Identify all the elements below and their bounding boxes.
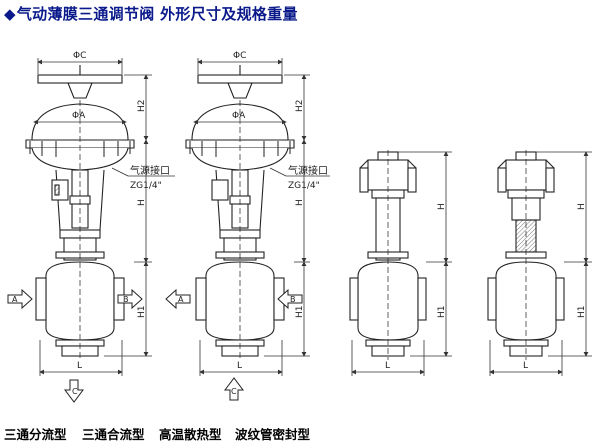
label-phi-c-1: ΦC bbox=[73, 51, 86, 61]
zg-label-1: ZG1/4" bbox=[130, 181, 162, 191]
port-c-1: C bbox=[72, 387, 78, 396]
label-h-2: H bbox=[295, 199, 305, 206]
caption-high-temperature: 高温散热型 bbox=[159, 427, 222, 442]
label-h1-1: H1 bbox=[137, 306, 147, 319]
air-source-label-1: 气源接口 bbox=[130, 164, 170, 177]
label-phi-a-2: ΦA bbox=[232, 111, 246, 121]
port-c-2: C bbox=[231, 387, 237, 396]
port-a-1: A bbox=[12, 295, 18, 304]
flow-arrows-1 bbox=[7, 288, 143, 403]
label-l-2: L bbox=[237, 361, 242, 371]
label-h1-2: H1 bbox=[295, 306, 305, 319]
port-b-1: B bbox=[123, 295, 129, 304]
valve-bellows-seal bbox=[487, 150, 565, 360]
caption-diverting: 三通分流型 bbox=[4, 427, 67, 442]
caption-bellows-seal: 波纹管密封型 bbox=[235, 427, 311, 442]
page-title: ◆气动薄膜三通调节阀 外形尺寸及规格重量 bbox=[4, 3, 298, 25]
valve-converging bbox=[185, 65, 295, 360]
label-h1-4: H1 bbox=[577, 306, 587, 319]
dimension-labels: ΦC ΦA ΦC ΦA H2 H H1 H2 H H1 H H1 H H1 L … bbox=[12, 51, 587, 396]
diamond-bullet-icon: ◆ bbox=[4, 5, 16, 23]
label-h2-2: H2 bbox=[295, 100, 305, 113]
page-title-text: 气动薄膜三通调节阀 外形尺寸及规格重量 bbox=[16, 5, 298, 23]
label-h2-1: H2 bbox=[137, 100, 147, 113]
label-l-4: L bbox=[523, 361, 528, 371]
valve-high-temperature bbox=[349, 150, 427, 360]
label-l-3: L bbox=[385, 361, 390, 371]
label-phi-a-1: ΦA bbox=[72, 111, 86, 121]
dimensions-3 bbox=[351, 151, 452, 376]
caption-converging: 三通合流型 bbox=[82, 427, 145, 442]
dimensions-1 bbox=[33, 58, 175, 376]
zg-label-2: ZG1/4" bbox=[288, 181, 320, 191]
port-b-2: B bbox=[290, 295, 296, 304]
label-h-3: H bbox=[437, 203, 447, 210]
flow-arrows-2 bbox=[165, 288, 303, 401]
port-a-2: A bbox=[178, 295, 184, 304]
valve-diverting bbox=[25, 65, 135, 360]
label-h-1: H bbox=[137, 199, 147, 206]
label-h-4: H bbox=[577, 203, 587, 210]
air-source-label-2: 气源接口 bbox=[288, 164, 328, 177]
label-phi-c-2: ΦC bbox=[233, 51, 246, 61]
label-l-1: L bbox=[77, 361, 82, 371]
dimensions-2 bbox=[193, 58, 330, 376]
dimensions-4 bbox=[489, 151, 592, 376]
label-h1-3: H1 bbox=[437, 306, 447, 319]
